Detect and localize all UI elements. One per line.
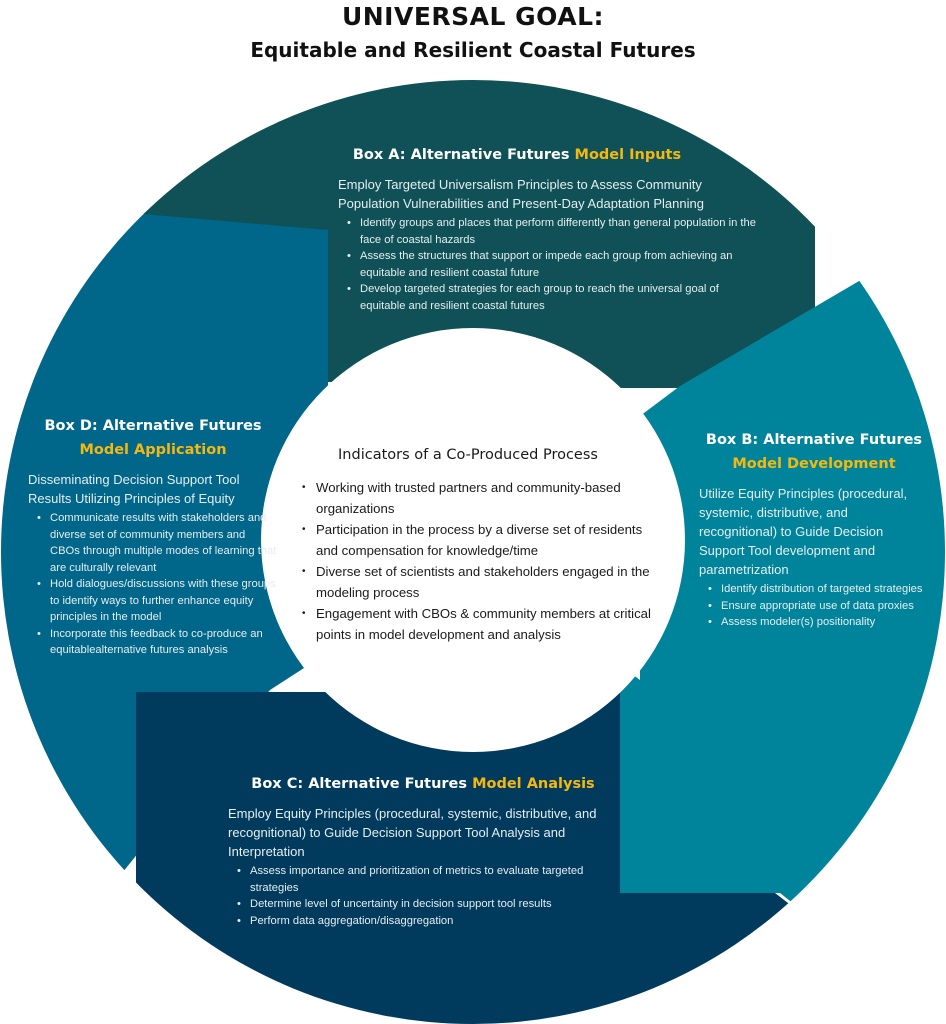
box-c-arrow [1,692,945,1024]
list-item: Assess importance and prioritization of … [237,863,618,896]
box-c-title: Box C: Alternative Futures Model Analysi… [251,776,595,792]
box-d-title-highlight: Model Application [79,442,227,458]
center-indicators: Indicators of a Co-Produced Process Work… [298,447,658,645]
list-item: Diverse set of scientists and stakeholde… [302,561,658,603]
box-d-list: Communicate results with stakeholders an… [28,510,278,659]
box-c-title-highlight: Model Analysis [472,776,595,792]
center-title: Indicators of a Co-Produced Process [338,447,598,463]
box-b-list: Identify distribution of targeted strate… [699,581,929,631]
box-a: Box A: Alternative Futures Model Inputs … [338,143,758,314]
list-item: Incorporate this feedback to co-produce … [37,626,278,659]
box-a-title: Box A: Alternative Futures Model Inputs [352,147,682,163]
list-item: Develop targeted strategies for each gro… [347,281,758,314]
box-a-title-highlight: Model Inputs [574,147,682,163]
list-item: Assess modeler(s) positionality [708,614,929,631]
box-a-lead: Employ Targeted Universalism Principles … [338,177,704,211]
universal-goal-title: UNIVERSAL GOAL: [341,2,605,31]
list-item: Determine level of uncertainty in decisi… [237,896,618,913]
center-list: Working with trusted partners and commun… [298,477,658,645]
list-item: Ensure appropriate use of data proxies [708,598,929,615]
box-c-list: Assess importance and prioritization of … [228,863,618,929]
list-item: Engagement with CBOs & community members… [302,603,658,645]
list-item: Hold dialogues/discussions with these gr… [37,576,278,626]
box-c-lead: Employ Equity Principles (procedural, sy… [228,806,597,859]
box-a-list: Identify groups and places that perform … [338,215,758,314]
list-item: Participation in the process by a divers… [302,519,658,561]
universal-goal-subtitle: Equitable and Resilient Coastal Futures [250,38,696,62]
box-b-lead: Utilize Equity Principles (procedural, s… [699,486,908,577]
list-item: Perform data aggregation/disaggregation [237,913,618,930]
list-item: Communicate results with stakeholders an… [37,510,278,576]
list-item: Working with trusted partners and commun… [302,477,658,519]
box-d-lead: Disseminating Decision Support Tool Resu… [28,472,240,506]
box-b-title-highlight: Model Development [732,456,896,472]
box-c: Box C: Alternative Futures Model Analysi… [228,772,618,929]
list-item: Assess the structures that support or im… [347,248,758,281]
list-item: Identify groups and places that perform … [347,215,758,248]
list-item: Identify distribution of targeted strate… [708,581,929,598]
